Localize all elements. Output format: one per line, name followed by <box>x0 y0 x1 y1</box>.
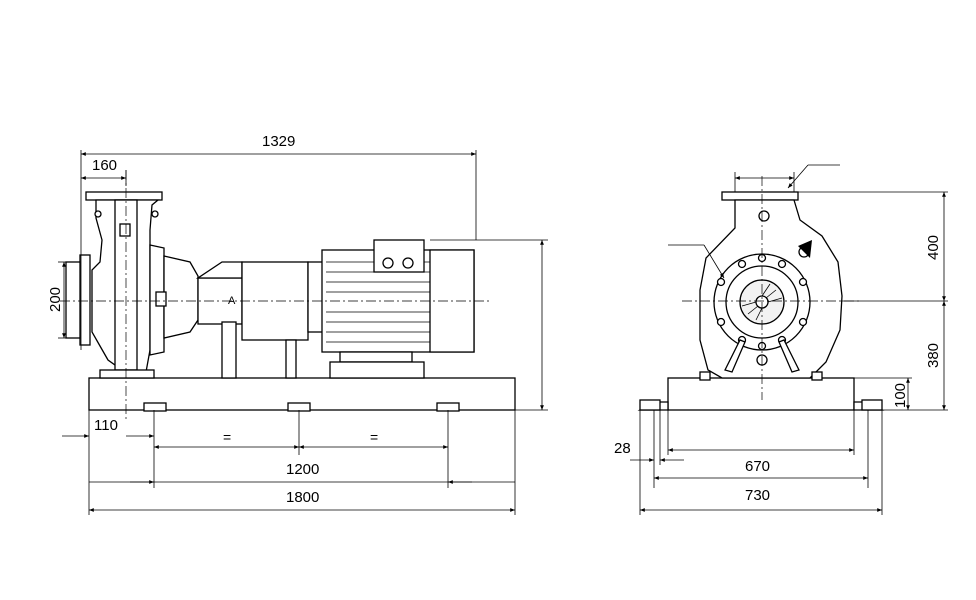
side-bolt-pocket-3 <box>436 402 460 412</box>
end-volute <box>699 191 843 381</box>
dim-bolt-spacing: 1200 <box>286 461 319 478</box>
side-bolt-pocket-2 <box>287 402 311 412</box>
dim-inlet-offset: 160 <box>92 157 117 174</box>
side-motor <box>307 239 475 379</box>
dim-outlet-height: 200 <box>47 287 64 312</box>
end-base-plate <box>667 377 855 411</box>
dim-lower-height: 380 <box>925 343 942 368</box>
dim-equal-right: = <box>370 429 378 445</box>
side-bolt-pocket-1 <box>143 402 167 412</box>
dim-base-height: 100 <box>892 383 909 408</box>
dim-overall-length: 1329 <box>262 133 295 150</box>
dim-upper-height: 400 <box>925 235 942 260</box>
dim-foot-offset: 110 <box>94 417 118 434</box>
dim-base-length: 1800 <box>286 489 319 506</box>
end-view: 400 380 100 28 670 730 <box>614 164 948 515</box>
dim-bolt-width: 670 <box>745 458 770 475</box>
dim-base-width: 730 <box>745 487 770 504</box>
side-view: A <box>47 133 548 515</box>
dim-equal-left: = <box>223 429 231 445</box>
dim-edge-offset: 28 <box>614 440 631 457</box>
side-coupling-support <box>285 339 297 379</box>
side-bearing-bracket: A <box>155 255 243 379</box>
